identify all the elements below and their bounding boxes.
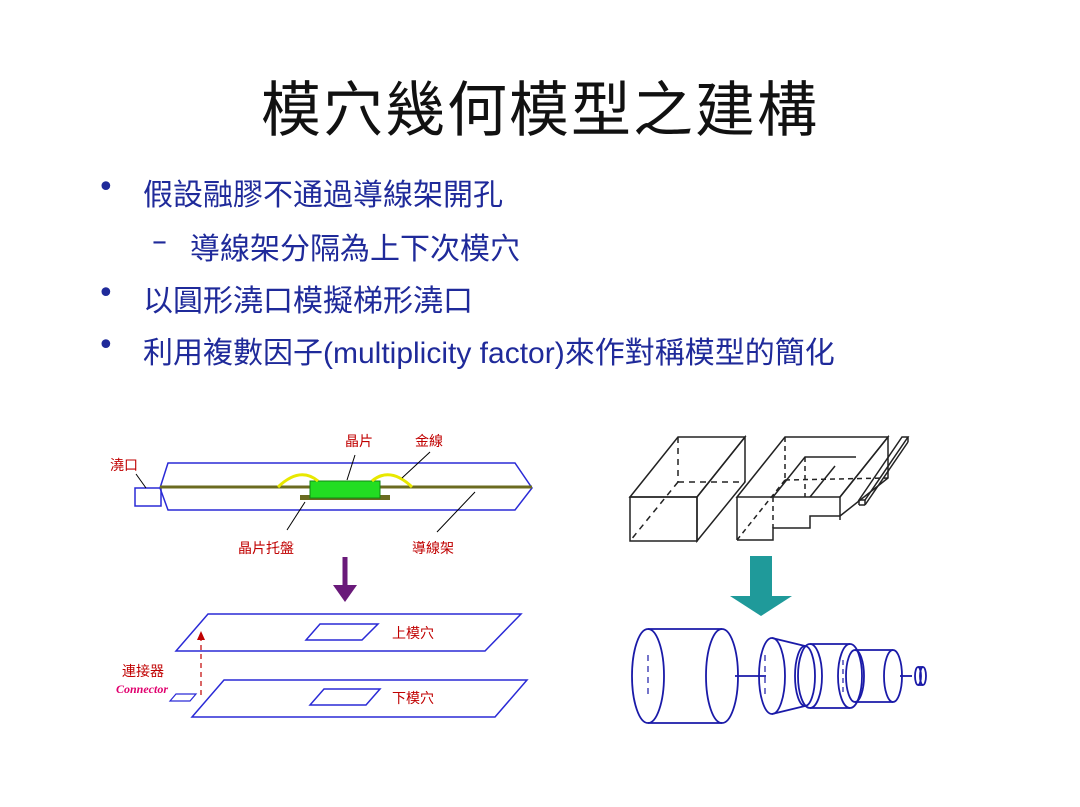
box-model <box>628 434 910 544</box>
label-connector: 連接器 <box>122 663 164 680</box>
bullet-3-cjk-a: 利用複數因子 <box>143 336 323 371</box>
bullet-dot-3: • <box>97 328 115 363</box>
bullet-3-cjk-b: 來作對稱模型的簡化 <box>564 336 835 371</box>
bullet-dot-2: • <box>97 276 115 311</box>
upper-cavity-plane <box>174 613 523 652</box>
label-gold-wire: 金線 <box>415 434 443 450</box>
chip-shape <box>309 480 381 499</box>
bullet-3: 利用複數因子(multiplicity factor)來作對稱模型的簡化 <box>143 328 835 372</box>
gate-shape <box>134 487 162 507</box>
bullet-3-latin: (multiplicity factor) <box>323 337 565 370</box>
gold-wire-left <box>276 473 319 489</box>
label-lead-frame: 導線架 <box>412 541 454 557</box>
sub-bullet-dash: – <box>152 224 167 259</box>
bullet-2: 以圓形澆口模擬梯形澆口 <box>143 284 473 319</box>
label-upper-cavity: 上模穴 <box>392 626 434 642</box>
cylinder-model <box>631 628 927 724</box>
label-connector-en: Connector <box>116 682 168 696</box>
connector-arrow <box>197 631 205 640</box>
label-lower-cavity: 下模穴 <box>392 691 434 707</box>
sub-bullet-1: 導線架分隔為上下次模穴 <box>190 232 520 267</box>
slide-title: 模穴幾何模型之建構 <box>261 76 819 146</box>
down-arrow-left <box>333 585 357 602</box>
down-arrow-right <box>730 596 792 616</box>
label-chip-pad: 晶片托盤 <box>238 541 294 557</box>
gold-wire-right <box>371 473 414 489</box>
bullet-dot-1: • <box>97 170 115 205</box>
label-chip: 晶片 <box>345 434 373 450</box>
label-gate: 澆口 <box>110 458 138 474</box>
bullet-1: 假設融膠不通過導線架開孔 <box>143 178 503 213</box>
lower-cavity-plane <box>190 679 529 718</box>
